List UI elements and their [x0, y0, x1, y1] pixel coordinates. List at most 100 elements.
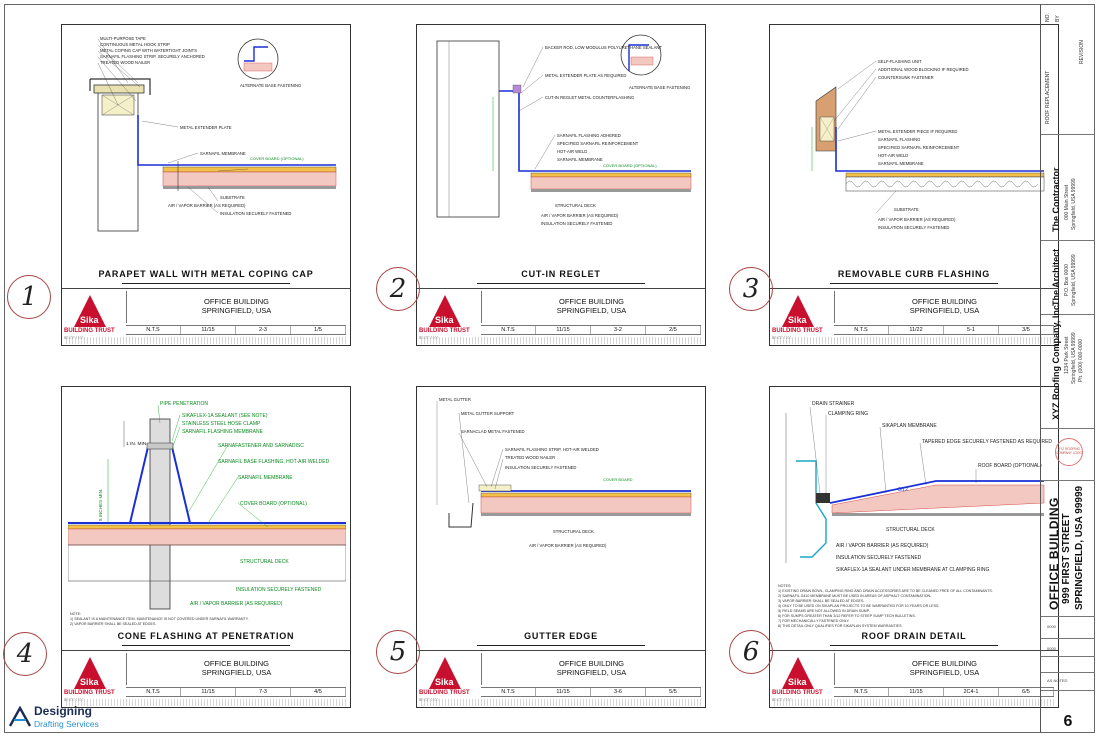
detail-drawing-4: 1 IN. MIN. 8 INCHES MIN. PIPE PENETRATIO…: [68, 401, 346, 626]
tb-sheet: 7-3: [236, 688, 291, 696]
detail-drawing-2: BACKER ROD, LOW MODULUS POLYURETHANE SEA…: [436, 34, 692, 226]
detail-panel-2: BACKER ROD, LOW MODULUS POLYURETHANE SEA…: [416, 24, 706, 346]
callout-5-6: INSULATION SECURELY FASTENED: [505, 465, 576, 470]
callout-6-4: TAPERED EDGE SECURELY FASTENED AS REQUIR…: [922, 439, 1052, 445]
office-building: OFFICE BUILDING: [1047, 497, 1061, 610]
office-street: 999 FIRST STREET: [1061, 513, 1072, 604]
callout-6-6: STRUCTURAL DECK: [886, 527, 935, 533]
detail-panel-6: 3/12 DRAIN STRAINER CLAMPING RING SIKAPL…: [769, 386, 1059, 708]
callout-2-10: AIR / VAPOR BARRIER (AS REQUIRED): [541, 213, 619, 218]
callout-6-2: CLAMPING RING: [828, 411, 868, 417]
note-6-3: 3) VAPOR BARRIER SHALL BE SEALED AT EDGE…: [778, 599, 864, 603]
note-4-1: 1) SEALANT IS A MAINTENANCE ITEM. MAINTE…: [70, 617, 249, 621]
detail-drawing-6: 3/12 DRAIN STRAINER CLAMPING RING SIKAPL…: [778, 401, 1052, 628]
dim-side-4: 8 INCHES MIN.: [98, 489, 103, 521]
tb-sheet: 2C4-1: [944, 688, 999, 696]
company-addr: 1234 Park Street: [1064, 336, 1070, 374]
callout-5-2: METAL GUTTER SUPPORT: [461, 411, 515, 416]
callout-3-4: METAL EXTENDER PIECE IF REQUIRED: [878, 129, 957, 134]
building-trust: BUILDING TRUST: [64, 328, 115, 334]
callout-1-1: MULTI-PURPOSE TAPE: [100, 36, 146, 41]
callout-5-1: METAL GUTTER: [439, 397, 471, 402]
tb-date: 11/15: [536, 688, 591, 696]
callout-3-1: SELF-FLASHING UNIT: [878, 59, 922, 64]
detail-drawing-5: METAL GUTTER METAL GUTTER SUPPORT SARNAC…: [436, 397, 692, 548]
sika-logo: Sika: [74, 295, 106, 327]
sika-logo: Sika: [782, 657, 814, 689]
project-name: OFFICE BUILDING: [203, 659, 269, 668]
callout-2-7: SARNAFIL MEMBRANE: [557, 157, 603, 162]
detail-title-2: CUT-IN REGLET: [521, 269, 601, 279]
company-phone: Ph. (000) 000-0000: [1078, 338, 1084, 382]
contractor-addr: 000 Main Street: [1064, 184, 1070, 220]
note-6-6: 6) FOR SUMPS GREATER THAN 3/12 REFER TO …: [778, 614, 916, 618]
brand-watermark: Designing Drafting Services: [8, 704, 128, 732]
callout-4-3: STAINLESS STEEL HOSE CLAMP: [182, 421, 261, 427]
company-city: Springfield, USA 99999: [1071, 332, 1077, 384]
note-6-4: 4) ONLY TO BE USED ON SIKAPLAN PROJECTS …: [778, 604, 939, 608]
note-6-8: 8) THIS DETAIL ONLY QUALIFIES FOR SIKAPL…: [778, 624, 902, 628]
callout-1-10: INSULATION SECURELY FASTENED: [220, 211, 291, 216]
note-4-2: 2) VAPOR BARRIER SHALL BE SEALED AT EDGE…: [70, 622, 156, 626]
title-block-2: Sika BUILDING TRUST SINCE 1910 OFFICE BU…: [417, 288, 705, 345]
callout-5-7: COVER BOARD: [603, 477, 633, 482]
callout-2-2: METAL EXTENDER PLATE AS REQUIRED: [545, 73, 626, 78]
svg-text:Sika: Sika: [788, 315, 808, 325]
office-city: SPRINGFIELD, USA 99999: [1074, 485, 1085, 610]
tb-sheet: 3-6: [591, 688, 646, 696]
architect-name: The Architect: [1051, 248, 1061, 306]
svg-text:Sika: Sika: [788, 677, 808, 687]
title-block-6: Sika BUILDING TRUST SINCE 1910 OFFICE BU…: [770, 650, 1058, 707]
tb-page: 5/5: [646, 688, 701, 696]
title-block-5: Sika BUILDING TRUST SINCE 1910 OFFICE BU…: [417, 650, 705, 707]
callout-3-3: COUNTERSUNK FASTENER: [878, 75, 934, 80]
svg-text:Sika: Sika: [80, 315, 100, 325]
title-block-4: Sika BUILDING TRUST SINCE 1910 OFFICE BU…: [62, 650, 350, 707]
project-no: 0000: [1047, 624, 1056, 629]
sika-logo: Sika: [74, 657, 106, 689]
tb-scale: N.T.S: [834, 688, 889, 696]
callout-1-5: TREATED WOOD NAILER: [100, 60, 150, 65]
tb-page: 2/5: [646, 326, 701, 334]
detail-number-5: 5: [376, 630, 420, 674]
project-location: SPRINGFIELD, USA: [556, 668, 627, 677]
building-trust: BUILDING TRUST: [772, 328, 823, 334]
slope-6: 3/12: [898, 487, 908, 493]
callout-6-7: AIR / VAPOR BARRIER (AS REQUIRED): [836, 543, 929, 549]
callout-2-12: ALTERNATE BASE FASTENING: [629, 85, 690, 90]
project-location: SPRINGFIELD, USA: [556, 306, 627, 315]
callout-4-11: AIR / VAPOR BARRIER (AS REQUIRED): [190, 601, 283, 607]
detail-title-5: GUTTER EDGE: [524, 631, 598, 641]
title-block-1: Sika BUILDING TRUST SINCE 1910 OFFICE BU…: [62, 288, 350, 345]
drawn-by: 0000: [1047, 646, 1056, 651]
callout-1-9: SUBSTRATE: [220, 195, 245, 200]
tb-scale: N.T.S: [126, 326, 181, 334]
tb-page: 1/5: [291, 326, 346, 334]
note-6-1: 1) EXISTING DRAIN BOWL, CLAMPING RING AN…: [778, 589, 993, 593]
detail-number-6: 6: [729, 630, 773, 674]
callout-6-3: SIKAPLAN MEMBRANE: [882, 423, 937, 429]
callout-5-5: TREATED WOOD NAILER: [505, 455, 555, 460]
callout-1-4: SARNAFIL FLASHING STRIP, SECURELY ANCHOR…: [100, 54, 205, 59]
project-name: OFFICE BUILDING: [558, 297, 624, 306]
tb-sheet: 5-1: [944, 326, 999, 334]
callout-2-5: SPECIFIED SARNAFIL REINFORCEMENT: [557, 141, 639, 146]
sika-logo: Sika: [782, 295, 814, 327]
detail-number-1: 1: [7, 275, 51, 319]
callout-2-4: SARNAFIL FLASHING ADHERED: [557, 133, 621, 138]
rev-by: BY: [1055, 15, 1061, 22]
contractor-city: Springfield, USA 99999: [1071, 178, 1077, 230]
detail-number-3: 3: [729, 267, 773, 311]
building-trust: BUILDING TRUST: [419, 690, 470, 696]
callout-4-2: SIKAFLEX-1A SEALANT (SEE NOTE): [182, 413, 268, 419]
callout-6-1: DRAIN STRAINER: [812, 401, 855, 407]
tb-page: 4/5: [291, 688, 346, 696]
project-location: SPRINGFIELD, USA: [201, 668, 272, 677]
callout-5-8: STRUCTURAL DECK: [553, 529, 594, 534]
tb-scale: N.T.S: [834, 326, 889, 334]
callout-3-6: SPECIFIED SARNAFIL REINFORCEMENT: [878, 145, 960, 150]
tb-scale: N.T.S: [481, 688, 536, 696]
detail-number-4: 4: [3, 632, 47, 676]
detail-title-3: REMOVABLE CURB FLASHING: [837, 269, 991, 279]
callout-6-9: SIKAFLEX-1A SEALANT UNDER MEMBRANE AT CL…: [836, 567, 989, 573]
